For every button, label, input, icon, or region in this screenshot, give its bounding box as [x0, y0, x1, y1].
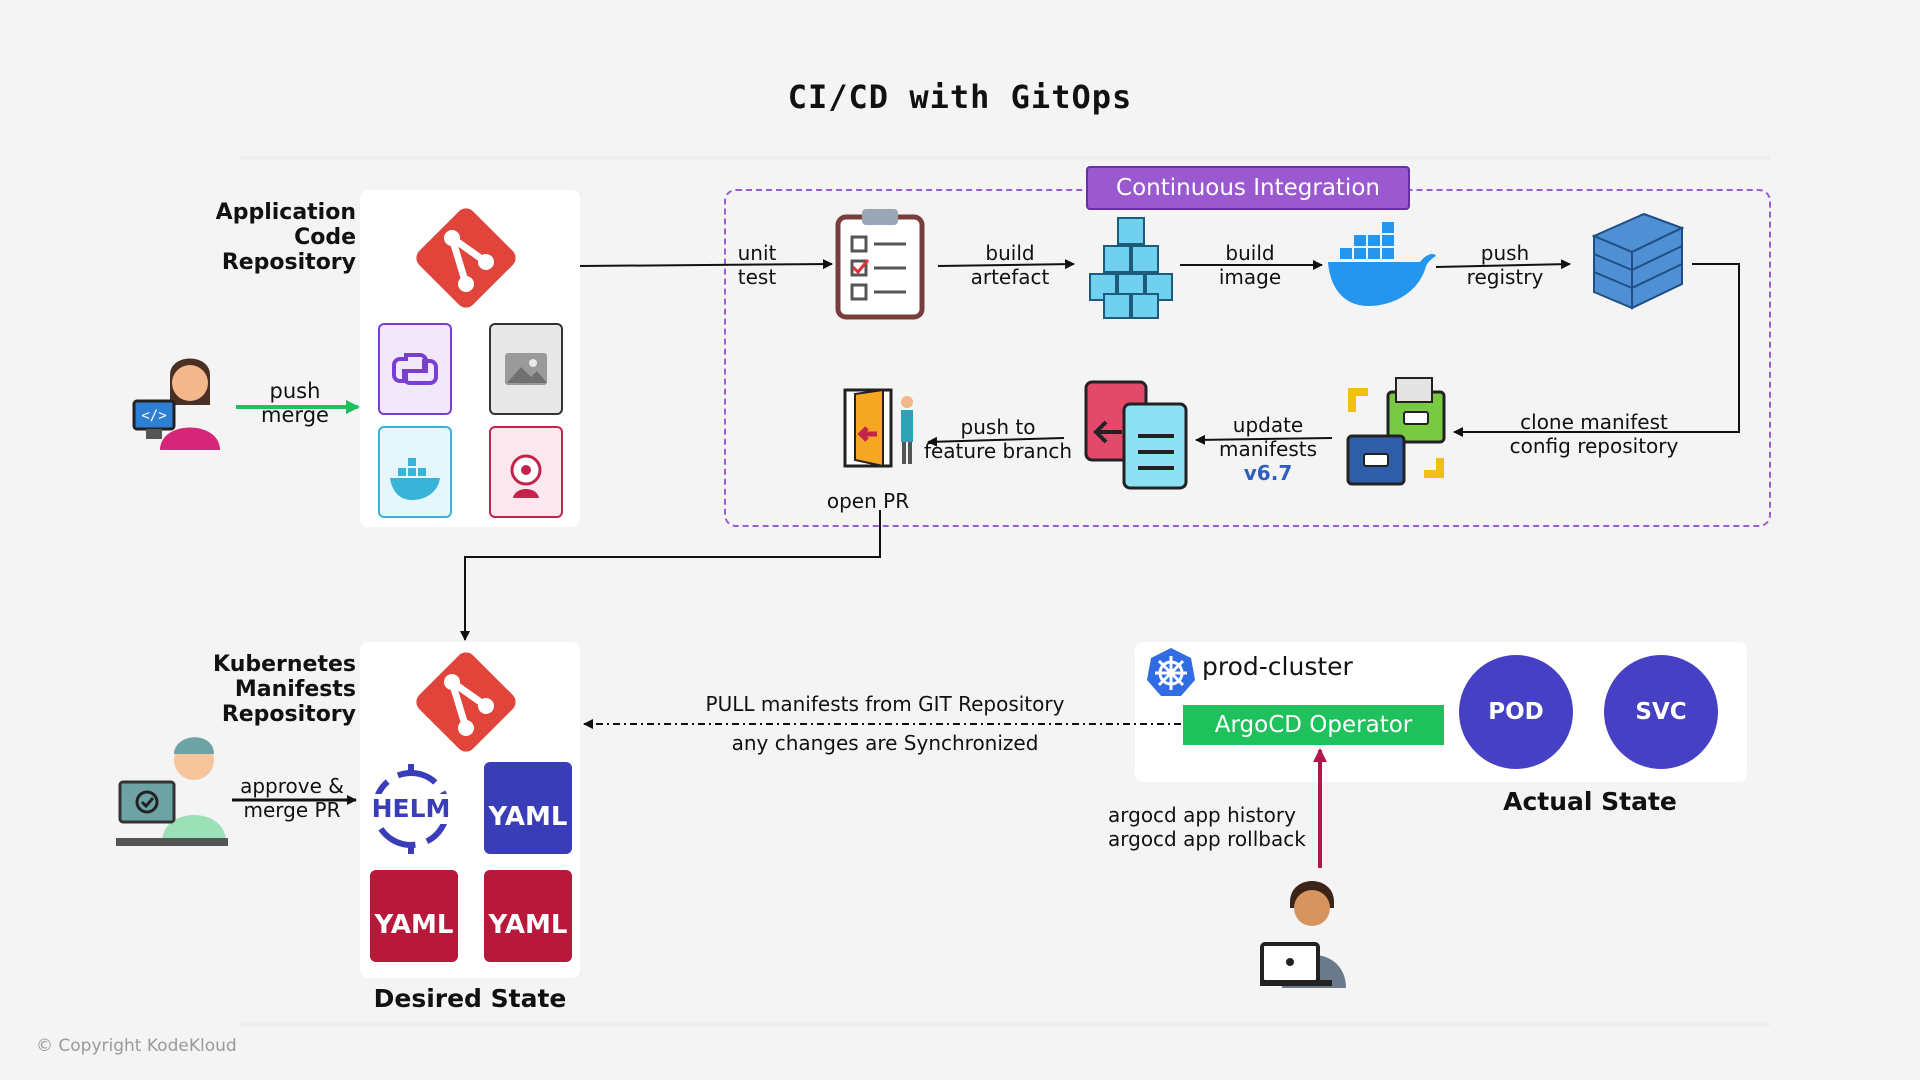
registry-containers-icon	[1591, 212, 1685, 310]
clone-manifest-label: clone manifest config repository	[1509, 410, 1679, 458]
open-pr-label: open PR	[826, 489, 910, 513]
yaml-file-icon: YAML	[484, 762, 572, 854]
push-feature-label: push to feature branch	[923, 415, 1073, 463]
arrow-clone-to-update	[1195, 434, 1333, 445]
arrow-update-to-feature	[927, 436, 1065, 447]
developer-action-label: push merge	[261, 379, 329, 427]
arrow-test-to-artefact	[937, 259, 1075, 270]
helm-text: HELM	[362, 794, 460, 824]
copyright: © Copyright KodeKloud	[36, 1036, 237, 1056]
k8s-repo-label: Kubernetes Manifests Repository	[213, 652, 356, 727]
clipboard-test-icon	[835, 209, 925, 320]
artefact-cubes-icon	[1089, 217, 1173, 319]
developer-icon: </>	[132, 358, 220, 450]
page-title: CI/CD with GitOps	[787, 78, 1133, 116]
build-artefact-label: build artefact	[970, 241, 1050, 289]
build-image-label: build image	[1218, 241, 1282, 289]
helm-icon: HELM	[362, 762, 460, 856]
admin-commands-label: argocd app history argocd app rollback	[1108, 803, 1306, 851]
ci-title-badge: Continuous Integration	[1086, 166, 1410, 210]
yaml-file-icon: YAML	[484, 870, 572, 962]
jenkins-file-icon	[489, 426, 563, 518]
unit-test-label: unit test	[737, 241, 777, 289]
update-manifests-doc-icon	[1084, 380, 1188, 490]
arrow-image-to-registry	[1435, 259, 1571, 270]
update-manifests-label: update manifests v6.7	[1208, 413, 1328, 485]
sync-label: PULL manifests from GIT Repository any c…	[705, 692, 1065, 755]
push-registry-label: push registry	[1466, 241, 1544, 289]
admin-laptop-icon	[1260, 881, 1346, 988]
git-icon	[416, 652, 516, 752]
actual-state-label: Actual State	[1503, 787, 1677, 816]
docker-whale-icon	[1328, 222, 1436, 306]
version-tag: v6.7	[1243, 461, 1293, 485]
reviewer-icon	[116, 737, 228, 846]
image-file-icon	[489, 323, 563, 415]
docker-file-icon	[378, 426, 452, 518]
arrow-registry-to-clone	[1453, 263, 1740, 437]
yaml-file-icon: YAML	[370, 870, 458, 962]
python-file-icon	[378, 323, 452, 415]
pod-circle[interactable]: POD	[1459, 655, 1573, 769]
top-divider	[240, 156, 1770, 162]
svc-circle[interactable]: SVC	[1604, 655, 1718, 769]
clone-folders-icon	[1346, 377, 1446, 486]
app-repo-label: Application Code Repository	[215, 200, 356, 275]
reviewer-action-label: approve & merge PR	[240, 774, 344, 822]
bottom-divider	[240, 1020, 1770, 1026]
kubernetes-icon	[1147, 648, 1195, 696]
argocd-operator[interactable]: ArgoCD Operator	[1183, 705, 1444, 745]
arrow-pr-to-k8s-repo	[460, 510, 881, 641]
arrow-app-to-test	[579, 259, 833, 270]
feature-branch-door-icon	[843, 388, 913, 468]
svg-text:</>: </>	[141, 408, 166, 424]
cluster-name: prod-cluster	[1202, 652, 1353, 681]
desired-state-label: Desired State	[373, 984, 567, 1013]
git-icon	[416, 208, 516, 308]
